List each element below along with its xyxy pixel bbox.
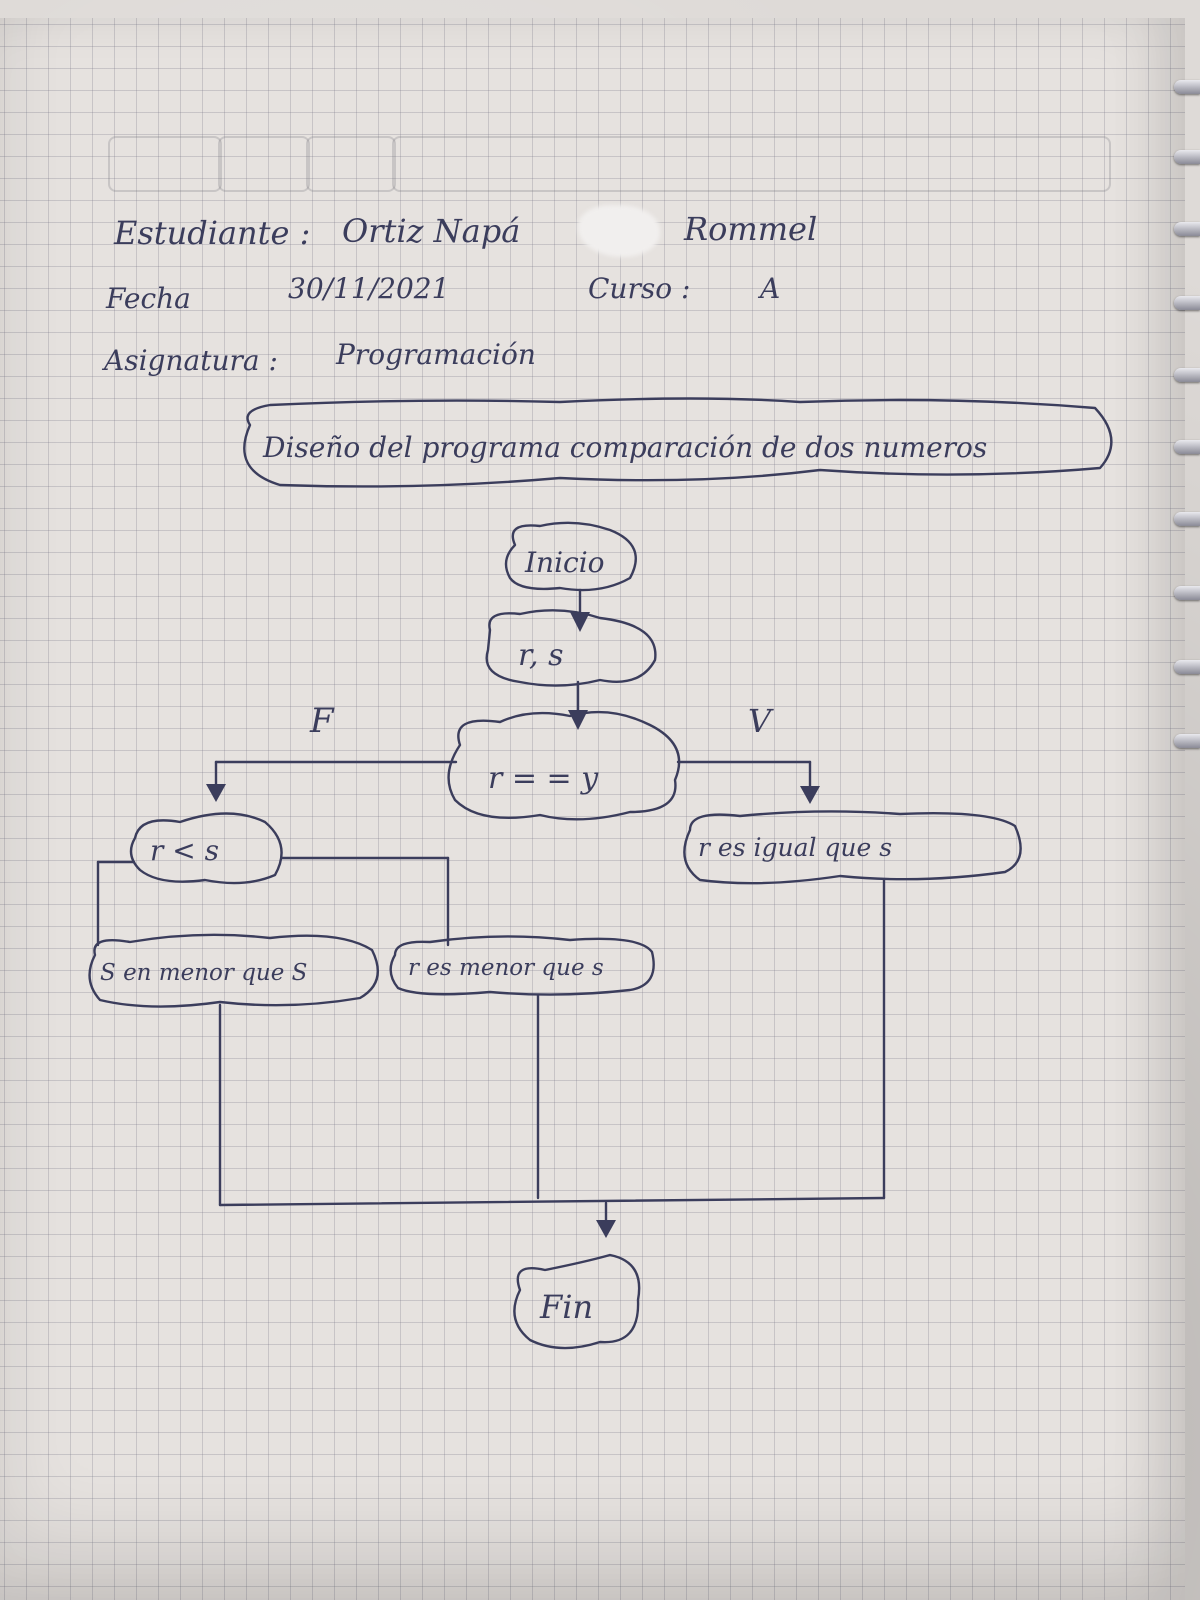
- end-label: Fin: [539, 1288, 593, 1326]
- spiral-ring: [1174, 440, 1200, 454]
- spiral-ring: [1174, 296, 1200, 310]
- diagram-title: Diseño del programa comparación de dos n…: [262, 431, 987, 464]
- student-label: Estudiante :: [114, 214, 311, 252]
- spiral-ring: [1174, 150, 1200, 164]
- subject-label: Asignatura :: [104, 344, 278, 377]
- less-check-shape: [129, 812, 283, 885]
- correction-fluid-mark: [578, 205, 660, 257]
- title-bubble: [243, 397, 1113, 488]
- spiral-ring: [1174, 660, 1200, 674]
- spiral-ring: [1174, 368, 1200, 382]
- spiral-ring: [1174, 734, 1200, 748]
- date-label: Fecha: [106, 282, 191, 315]
- printed-date-box-month: [218, 136, 310, 192]
- course-label: Curso :: [588, 272, 691, 305]
- end-terminal-shape: [513, 1253, 641, 1350]
- arrowhead: [596, 1220, 616, 1238]
- result-s-less-label: S en menor que S: [100, 960, 307, 986]
- printed-date-box-day: [108, 136, 222, 192]
- false-branch-label: F: [309, 701, 335, 741]
- spiral-ring: [1174, 80, 1200, 94]
- input-label: r, s: [518, 638, 564, 673]
- graph-paper-sheet: [0, 18, 1185, 1600]
- date-value: 30/11/2021: [288, 272, 450, 305]
- arrowhead: [568, 710, 588, 730]
- spiral-ring: [1174, 222, 1200, 236]
- printed-date-box-year: [306, 136, 396, 192]
- result-r-less-label: r es menor que s: [408, 955, 604, 981]
- input-shape: [485, 609, 657, 687]
- subject-value: Programación: [336, 338, 536, 371]
- spiral-ring: [1174, 512, 1200, 526]
- student-name: Ortiz Napá: [342, 212, 521, 250]
- spiral-ring: [1174, 586, 1200, 600]
- arrowhead: [570, 612, 590, 632]
- result-s-less-shape: [88, 933, 380, 1008]
- less-check-label: r < s: [150, 834, 219, 867]
- arrowhead: [800, 786, 820, 804]
- start-terminal-shape: [504, 521, 637, 592]
- result-r-less-shape: [389, 935, 655, 996]
- decision-label: r = = y: [488, 761, 599, 796]
- decision-shape: [447, 710, 681, 821]
- connector-merge: [218, 1196, 886, 1207]
- true-result-label: r es igual que s: [698, 833, 892, 862]
- arrowhead: [206, 784, 226, 802]
- true-result-shape: [683, 810, 1022, 885]
- start-label: Inicio: [524, 546, 605, 579]
- true-branch-label: V: [748, 702, 774, 740]
- printed-header-bar: [392, 136, 1111, 192]
- student-firstname: Rommel: [684, 210, 818, 248]
- course-value: A: [760, 272, 781, 305]
